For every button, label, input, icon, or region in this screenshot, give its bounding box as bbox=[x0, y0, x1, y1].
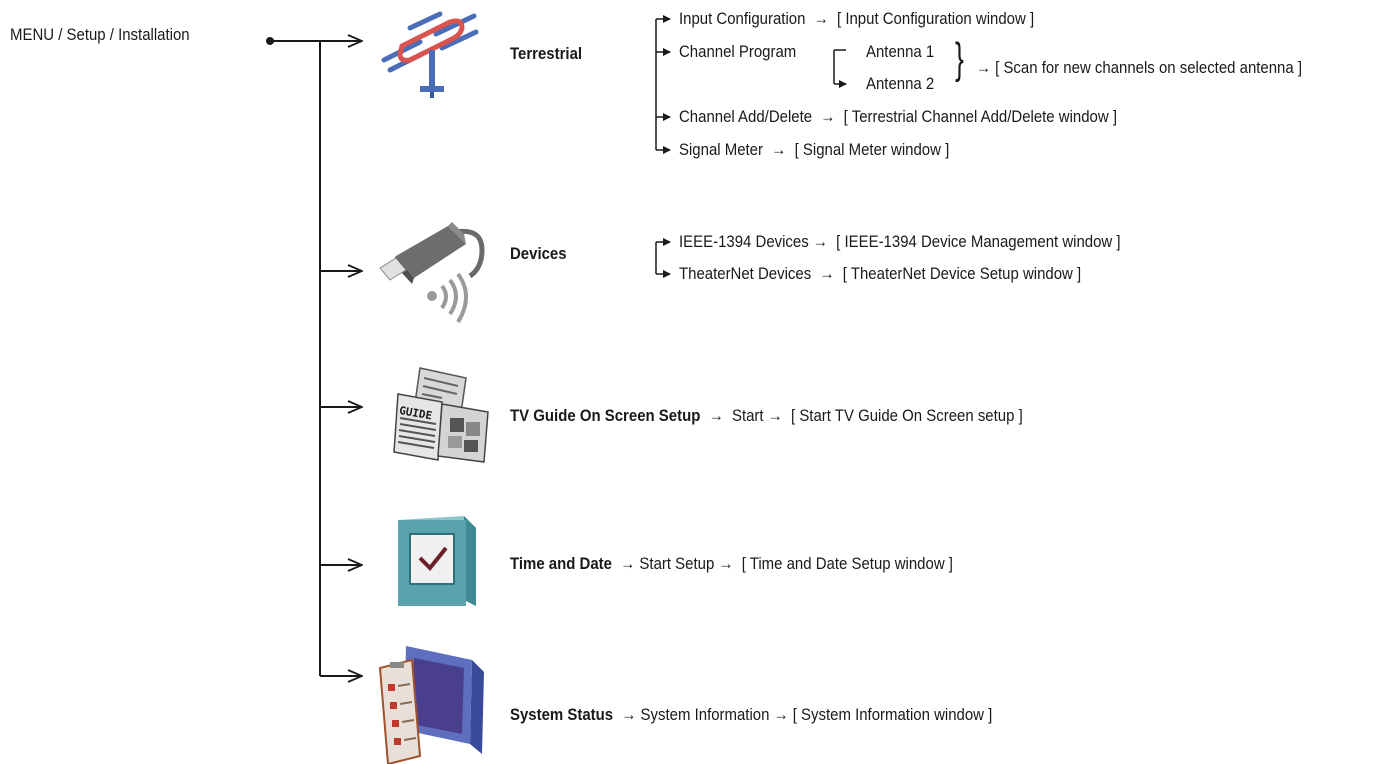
theaternet-target: [ TheaterNet Device Setup window ] bbox=[842, 264, 1082, 283]
terrestrial-title: Terrestrial bbox=[510, 44, 583, 63]
tv-guide-target: [ Start TV Guide On Screen setup ] bbox=[791, 406, 1023, 425]
scan-target: → [ Scan for new channels on selected an… bbox=[976, 58, 1303, 77]
time-date-start-setup[interactable]: Start Setup bbox=[639, 554, 715, 573]
system-information-target: [ System Information window ] bbox=[792, 705, 993, 724]
antenna-icon bbox=[381, 11, 479, 98]
system-status-row[interactable]: System Status → System Information → [ S… bbox=[510, 705, 993, 724]
antenna-2-item[interactable]: Antenna 2 bbox=[866, 74, 935, 93]
signal-meter-item[interactable]: Signal Meter → [ Signal Meter window ] bbox=[679, 140, 950, 159]
channel-program-item[interactable]: Channel Program bbox=[679, 42, 797, 61]
tv-guide-newspaper-icon bbox=[393, 367, 489, 463]
input-configuration-item[interactable]: Input Configuration → [ Input Configurat… bbox=[679, 9, 1035, 28]
time-date-monitor-icon bbox=[398, 516, 476, 606]
input-configuration-target: [ Input Configuration window ] bbox=[837, 9, 1035, 28]
antenna-brace: } bbox=[955, 34, 964, 83]
channel-add-delete-item[interactable]: Channel Add/Delete → [ Terrestrial Chann… bbox=[679, 107, 1117, 126]
time-date-target: [ Time and Date Setup window ] bbox=[741, 554, 953, 573]
tv-guide-row[interactable]: TV Guide On Screen Setup → Start → [ Sta… bbox=[510, 406, 1023, 425]
time-date-row[interactable]: Time and Date → Start Setup → [ Time and… bbox=[510, 554, 953, 573]
theaternet-devices-item[interactable]: TheaterNet Devices → [ TheaterNet Device… bbox=[679, 264, 1082, 283]
antenna-1-item[interactable]: Antenna 1 bbox=[866, 42, 935, 61]
system-information-item[interactable]: System Information bbox=[640, 705, 770, 724]
signal-meter-target: [ Signal Meter window ] bbox=[794, 140, 950, 159]
tv-guide-title: TV Guide On Screen Setup bbox=[510, 406, 701, 425]
system-status-monitor-icon bbox=[378, 646, 484, 764]
ieee-1394-target: [ IEEE-1394 Device Management window ] bbox=[836, 232, 1121, 251]
system-status-title: System Status bbox=[510, 705, 614, 724]
root-label: MENU / Setup / Installation bbox=[10, 25, 190, 44]
time-date-title: Time and Date bbox=[510, 554, 612, 573]
tv-guide-start[interactable]: Start bbox=[731, 406, 764, 425]
ieee-1394-devices-item[interactable]: IEEE-1394 Devices → [ IEEE-1394 Device M… bbox=[679, 232, 1121, 251]
usb-device-icon bbox=[379, 222, 485, 324]
channel-add-delete-target: [ Terrestrial Channel Add/Delete window … bbox=[843, 107, 1117, 126]
devices-title: Devices bbox=[510, 244, 567, 263]
